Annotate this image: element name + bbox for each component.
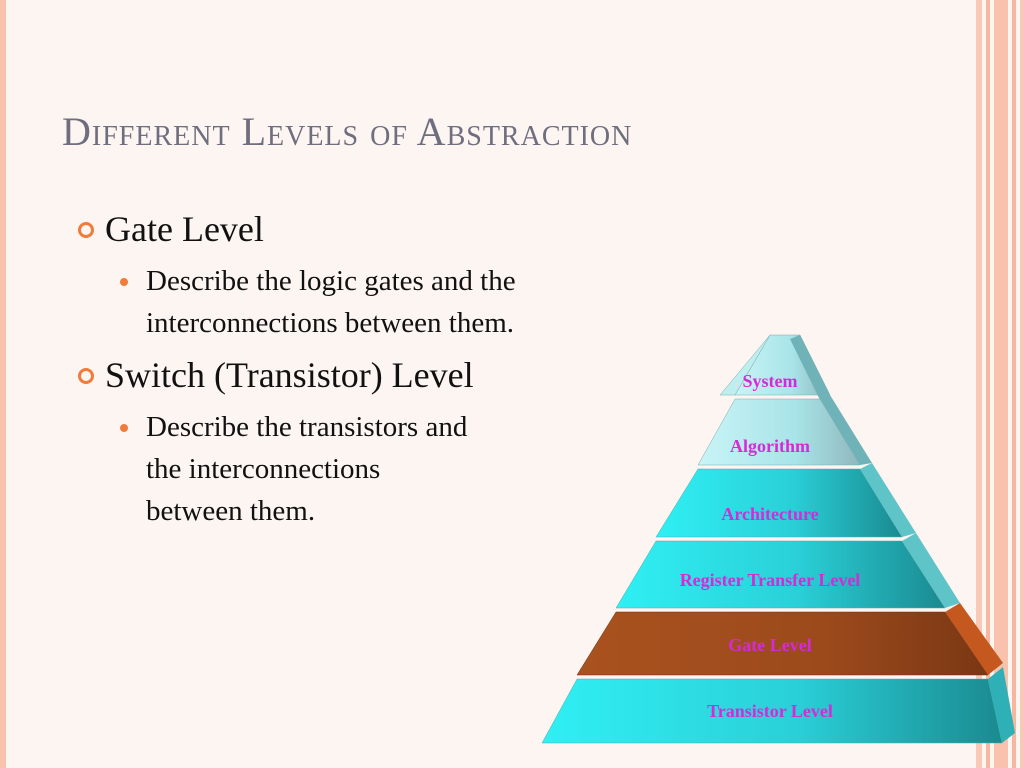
pyramid-label: System: [743, 371, 798, 391]
pyramid-label: Register Transfer Level: [680, 570, 861, 590]
pyramid-label: Transistor Level: [707, 701, 833, 721]
pyramid-level-algorithm: Algorithm: [697, 395, 872, 466]
left-border: [0, 0, 6, 768]
sub-bullet-line: Describe the logic gates and the: [146, 265, 516, 297]
right-stripes-decoration: [976, 0, 1024, 768]
slide-title: Different Levels of Abstraction: [62, 109, 633, 154]
bullet-dot-icon: [120, 424, 128, 432]
abstraction-pyramid: System Algorithm Architecture Register T…: [541, 334, 1015, 744]
bullet-ring-icon: [78, 222, 94, 238]
pyramid-level-transistor: Transistor Level: [541, 667, 1015, 744]
pyramid-level-architecture: Architecture: [655, 463, 916, 538]
pyramid-label: Algorithm: [730, 436, 810, 456]
sub-bullet-line: interconnections between them.: [146, 307, 515, 339]
bullet-dot-icon: [120, 278, 128, 286]
pyramid-label: Gate Level: [728, 635, 811, 655]
sub-bullet-line: Describe the transistors and: [146, 411, 468, 443]
pyramid-level-gate: Gate Level: [576, 603, 1003, 676]
sub-bullet-line: between them.: [146, 495, 316, 527]
pyramid-level-system: System: [719, 334, 831, 400]
sub-bullet-line: the interconnections: [146, 453, 381, 485]
bullet-gate-level: Gate Level: [105, 209, 264, 249]
bullet-ring-icon: [78, 368, 94, 384]
bullet-switch-level: Switch (Transistor) Level: [105, 355, 474, 395]
pyramid-level-rtl: Register Transfer Level: [615, 533, 960, 609]
pyramid-label: Architecture: [721, 504, 818, 524]
